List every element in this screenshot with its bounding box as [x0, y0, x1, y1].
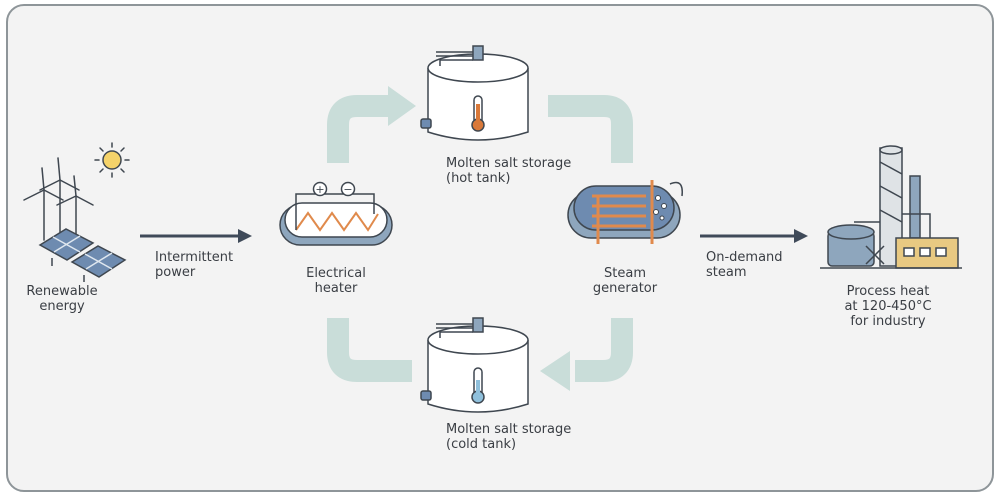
steam-generator-icon	[567, 180, 683, 244]
flow-heater-to-hot	[327, 95, 395, 163]
flow-hot-to-steam	[548, 95, 633, 163]
minus-sign: −	[343, 183, 352, 196]
flow-steam-to-cold	[575, 318, 633, 382]
plus-terminal	[312, 181, 328, 197]
renewable-energy-icon	[23, 142, 130, 282]
heater-coil	[295, 211, 379, 232]
label-steam-generator: Steam generator	[592, 266, 658, 296]
electrical-heater-icon: + −	[279, 181, 393, 246]
label-intermittent-power: Intermittent power	[155, 250, 234, 280]
label-on-demand-steam: On-demand steam	[706, 250, 783, 280]
flow-arrowhead-cold	[540, 351, 570, 391]
minus-terminal	[340, 181, 356, 197]
hot-thermometer-icon	[471, 95, 485, 132]
label-electrical-heater: Electrical heater	[306, 266, 366, 296]
steam-coil	[592, 180, 654, 244]
salt-flow-loop	[327, 95, 633, 382]
flow-arrowhead-hot	[388, 86, 416, 126]
hot-tank-icon	[420, 45, 529, 141]
label-cold-tank: Molten salt storage (cold tank)	[446, 422, 572, 452]
label-process-heat: Process heat at 120-450°C for industry	[844, 284, 932, 329]
process-arrows	[140, 229, 808, 243]
cold-thermometer-icon	[471, 367, 485, 404]
solar-panel-icon	[38, 228, 127, 282]
wind-turbine-icon	[23, 157, 94, 241]
label-hot-tank: Molten salt storage (hot tank)	[446, 156, 572, 186]
sun-icon	[94, 142, 130, 178]
flow-cold-to-heater	[327, 318, 412, 382]
label-renewable-energy: Renewable energy	[26, 284, 98, 314]
factory-icon	[820, 145, 962, 269]
plus-sign: +	[315, 183, 324, 196]
cold-tank-icon	[420, 317, 529, 413]
